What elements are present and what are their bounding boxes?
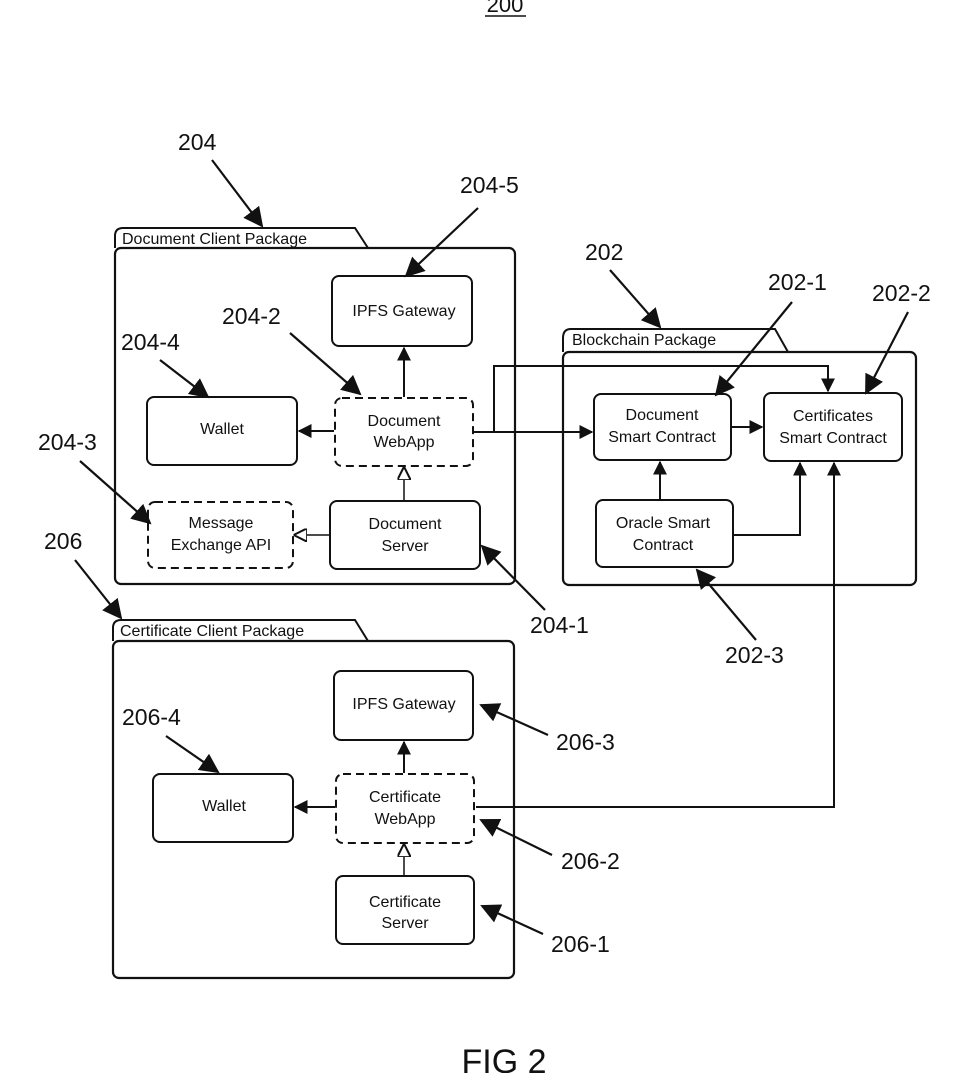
document-webapp-label-line2: WebApp xyxy=(373,434,434,451)
oracle-to-cert-contract-arrow xyxy=(734,463,800,535)
ref-202-2: 202-2 xyxy=(872,280,931,306)
document-wallet-label: Wallet xyxy=(200,421,244,438)
oracle-smart-contract-label-line2: Contract xyxy=(633,537,694,554)
ref-202: 202 xyxy=(585,239,623,265)
blockchain-package-label: Blockchain Package xyxy=(572,332,716,349)
oracle-smart-contract-box xyxy=(596,500,733,567)
figure-caption: FIG 2 xyxy=(461,1043,546,1073)
ref-204-5: 204-5 xyxy=(460,172,519,198)
leader-204-5 xyxy=(406,208,478,276)
leader-206-4 xyxy=(166,736,218,772)
leader-202-1 xyxy=(716,302,792,395)
ref-206-1: 206-1 xyxy=(551,931,610,957)
leader-204-4 xyxy=(160,360,208,397)
ref-206: 206 xyxy=(44,528,82,554)
leader-202 xyxy=(610,270,660,327)
certificate-client-package-label: Certificate Client Package xyxy=(120,623,304,640)
ref-204-3: 204-3 xyxy=(38,429,97,455)
certificate-webapp-label-line2: WebApp xyxy=(374,811,435,828)
certificates-smart-contract-label-line2: Smart Contract xyxy=(779,430,887,447)
document-smart-contract-label-line1: Document xyxy=(626,407,699,424)
document-server-box xyxy=(330,501,480,569)
document-smart-contract-box xyxy=(594,394,731,460)
certificates-smart-contract-label-line1: Certificates xyxy=(793,408,873,425)
certificate-wallet-label: Wallet xyxy=(202,798,246,815)
certificate-webapp-box xyxy=(336,774,474,843)
figure-number: 200 xyxy=(487,0,524,17)
document-ipfs-gateway-label: IPFS Gateway xyxy=(352,303,455,320)
document-webapp-label-line1: Document xyxy=(368,413,441,430)
document-client-package-label: Document Client Package xyxy=(122,231,307,248)
oracle-smart-contract-label-line1: Oracle Smart xyxy=(616,515,711,532)
ref-204: 204 xyxy=(178,129,217,155)
document-server-label-line1: Document xyxy=(369,516,442,533)
ref-204-4: 204-4 xyxy=(121,329,180,355)
message-exchange-api-box xyxy=(148,502,293,568)
ref-202-3: 202-3 xyxy=(725,642,784,668)
ref-202-1: 202-1 xyxy=(768,269,827,295)
certificates-smart-contract-box xyxy=(764,393,902,461)
leader-204 xyxy=(212,160,262,226)
ref-206-3: 206-3 xyxy=(556,729,615,755)
certificate-server-label-line1: Certificate xyxy=(369,894,441,911)
ref-206-2: 206-2 xyxy=(561,848,620,874)
document-server-label-line2: Server xyxy=(381,538,429,555)
leader-206-1 xyxy=(482,906,543,934)
certificate-server-label-line2: Server xyxy=(381,915,429,932)
document-smart-contract-label-line2: Smart Contract xyxy=(608,429,716,446)
message-exchange-api-label-line2: Exchange API xyxy=(171,537,272,554)
leader-204-1 xyxy=(482,546,545,610)
certificate-ipfs-gateway-label: IPFS Gateway xyxy=(352,696,455,713)
document-webapp-box xyxy=(335,398,473,466)
message-exchange-api-label-line1: Message xyxy=(189,515,254,532)
ref-206-4: 206-4 xyxy=(122,704,181,730)
leader-206-2 xyxy=(481,820,552,855)
leader-202-3 xyxy=(697,570,756,640)
certificate-webapp-label-line1: Certificate xyxy=(369,789,441,806)
ref-204-1: 204-1 xyxy=(530,612,589,638)
ref-204-2: 204-2 xyxy=(222,303,281,329)
